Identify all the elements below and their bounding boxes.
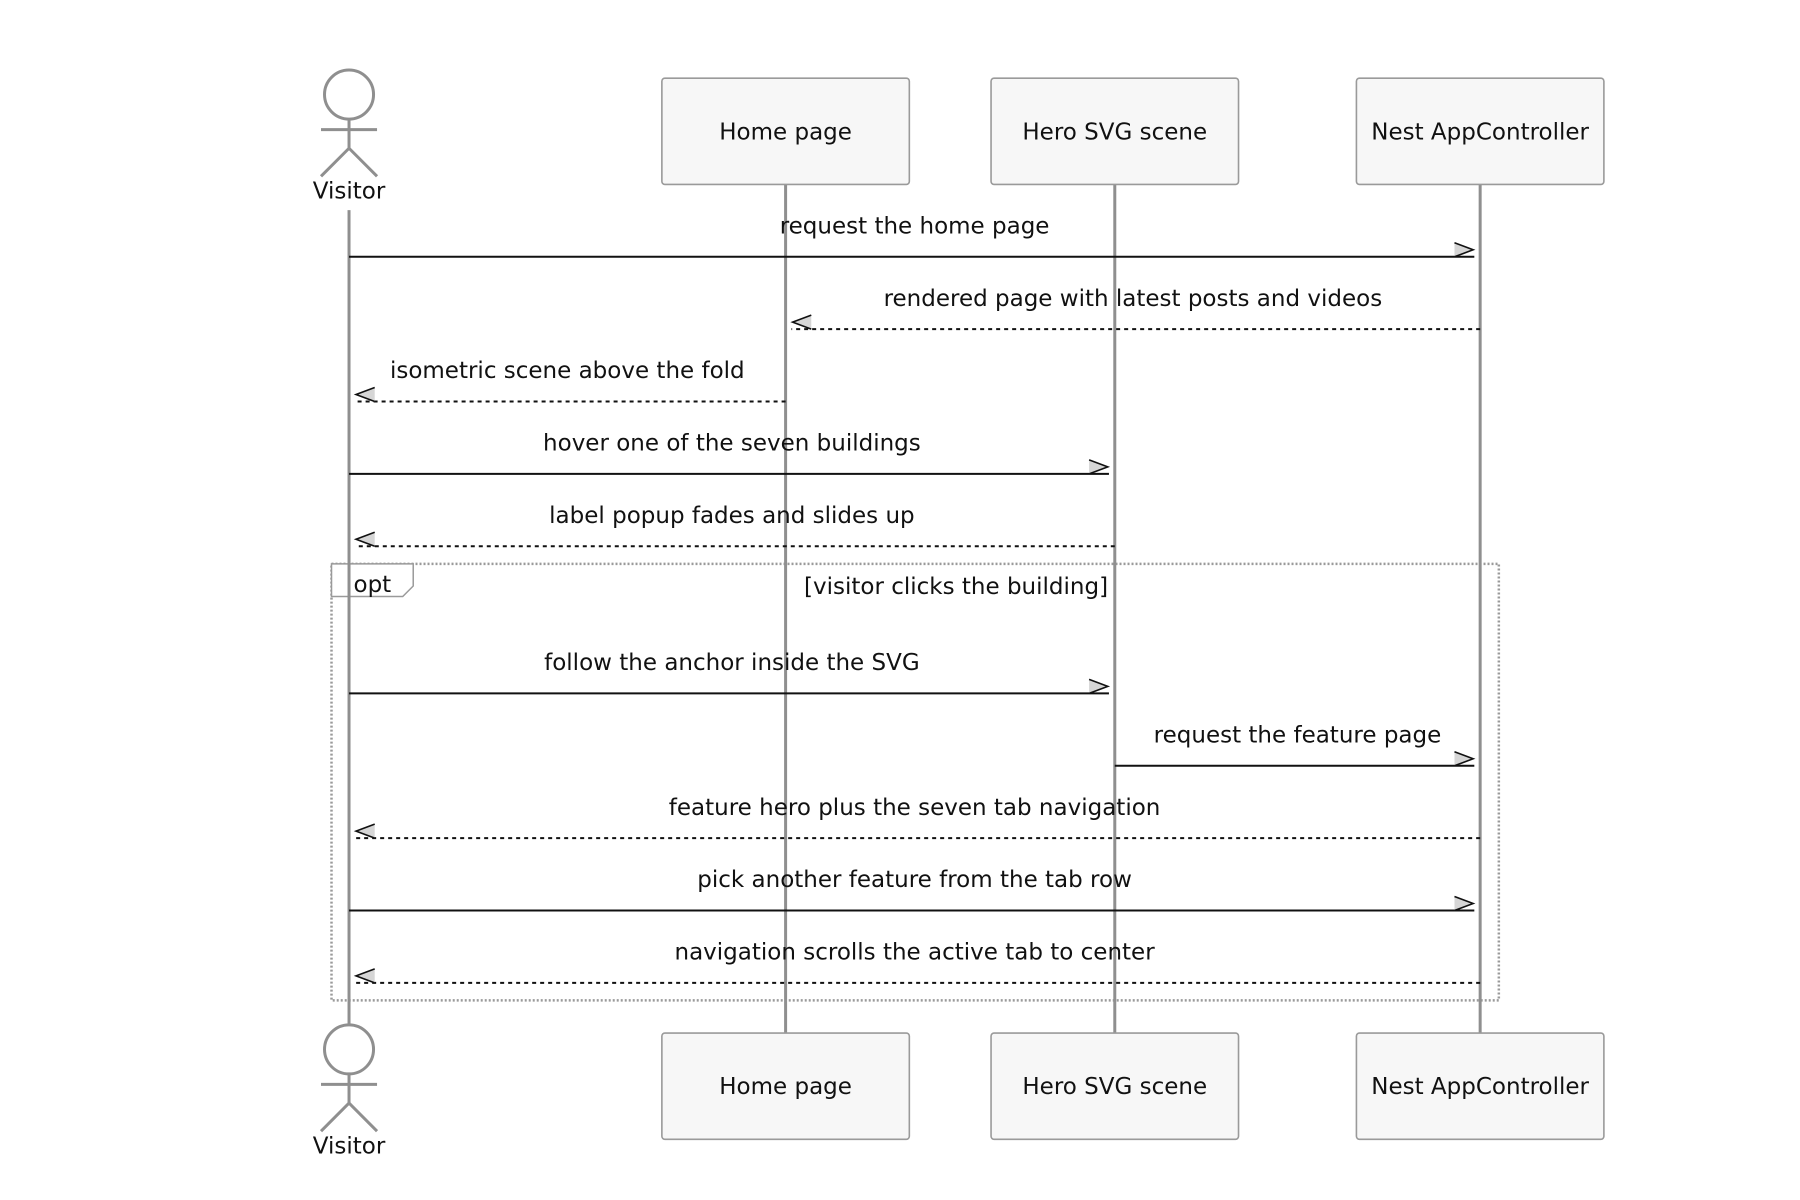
actor-head: [323, 68, 376, 121]
participant-box: [990, 1032, 1240, 1141]
message-arrowhead: [790, 314, 812, 330]
participant-bottom: Hero SVG scene: [990, 1032, 1240, 1141]
participant-label: Nest AppController: [1371, 119, 1589, 145]
message-5: label popup fades and slides up: [353, 503, 1115, 548]
message-arrowhead: [1088, 678, 1111, 695]
opt-fragment-frame: [330, 562, 1501, 1002]
message-7: request the feature page: [1114, 722, 1476, 767]
message-2: rendered page with latest posts and vide…: [790, 286, 1481, 331]
participant-box: [661, 77, 911, 186]
message-arrowhead: [353, 823, 375, 839]
participant-label: Nest AppController: [1371, 1074, 1589, 1100]
message-arrowhead: [353, 968, 375, 984]
message-arrowhead: [1454, 895, 1476, 912]
message-label: request the home page: [780, 213, 1050, 239]
message-label: rendered page with latest posts and vide…: [884, 286, 1383, 312]
message-label: isometric scene above the fold: [390, 358, 745, 384]
message-label: label popup fades and slides up: [549, 503, 915, 529]
participant-top: Hero SVG scene: [990, 77, 1240, 186]
participant-box: [1355, 1032, 1605, 1141]
actor-bottom: Visitor: [313, 1023, 386, 1159]
participant-bottom: Nest AppController: [1355, 1032, 1605, 1141]
message-label: pick another feature from the tab row: [697, 867, 1132, 893]
participant-label: Home page: [719, 119, 852, 145]
message-label: navigation scrolls the active tab to cen…: [675, 940, 1156, 966]
message-10: navigation scrolls the active tab to cen…: [353, 940, 1481, 984]
participant-top: Home page: [661, 77, 911, 186]
actor-head: [323, 1023, 376, 1076]
actor-label: Visitor: [313, 178, 386, 204]
lifelines-layer: [347, 184, 1482, 1034]
fragment-condition: [visitor clicks the building]: [804, 574, 1108, 600]
participant-box: [661, 1032, 911, 1141]
actor-left-leg: [319, 147, 351, 178]
message-arrowhead: [1454, 751, 1476, 767]
fragment-operator: opt: [354, 572, 392, 598]
message-arrowhead: [1454, 242, 1476, 258]
message-label: feature hero plus the seven tab navigati…: [669, 795, 1161, 821]
message-9: pick another feature from the tab row: [349, 867, 1476, 912]
participant-label: Home page: [719, 1074, 852, 1100]
message-1: request the home page: [349, 213, 1476, 258]
message-label: hover one of the seven buildings: [543, 431, 921, 457]
message-arrowhead: [1088, 459, 1111, 475]
participant-bottom: Home page: [661, 1032, 911, 1141]
message-arrowhead: [353, 386, 375, 403]
message-4: hover one of the seven buildings: [349, 431, 1111, 475]
participant-label: Hero SVG scene: [1022, 1074, 1207, 1100]
message-label: request the feature page: [1154, 722, 1442, 748]
participant-top: Nest AppController: [1355, 77, 1605, 186]
actor-left-leg: [319, 1102, 351, 1133]
actor-right-leg: [347, 147, 379, 178]
messages-layer: request the home page rendered page with …: [349, 213, 1481, 984]
opt-fragment-tab: [330, 563, 414, 598]
message-label: follow the anchor inside the SVG: [544, 650, 920, 676]
message-3: isometric scene above the fold: [353, 358, 786, 403]
actor-top: Visitor: [313, 68, 386, 204]
participant-label: Hero SVG scene: [1022, 119, 1207, 145]
message-arrowhead: [353, 531, 375, 548]
fragments-layer: opt [visitor clicks the building]: [330, 562, 1501, 1002]
message-6: follow the anchor inside the SVG: [349, 650, 1111, 695]
participant-box: [990, 77, 1240, 186]
actor-right-leg: [347, 1102, 379, 1133]
participant-box: [1355, 77, 1605, 186]
message-8: feature hero plus the seven tab navigati…: [353, 795, 1481, 840]
actor-label: Visitor: [313, 1133, 386, 1159]
